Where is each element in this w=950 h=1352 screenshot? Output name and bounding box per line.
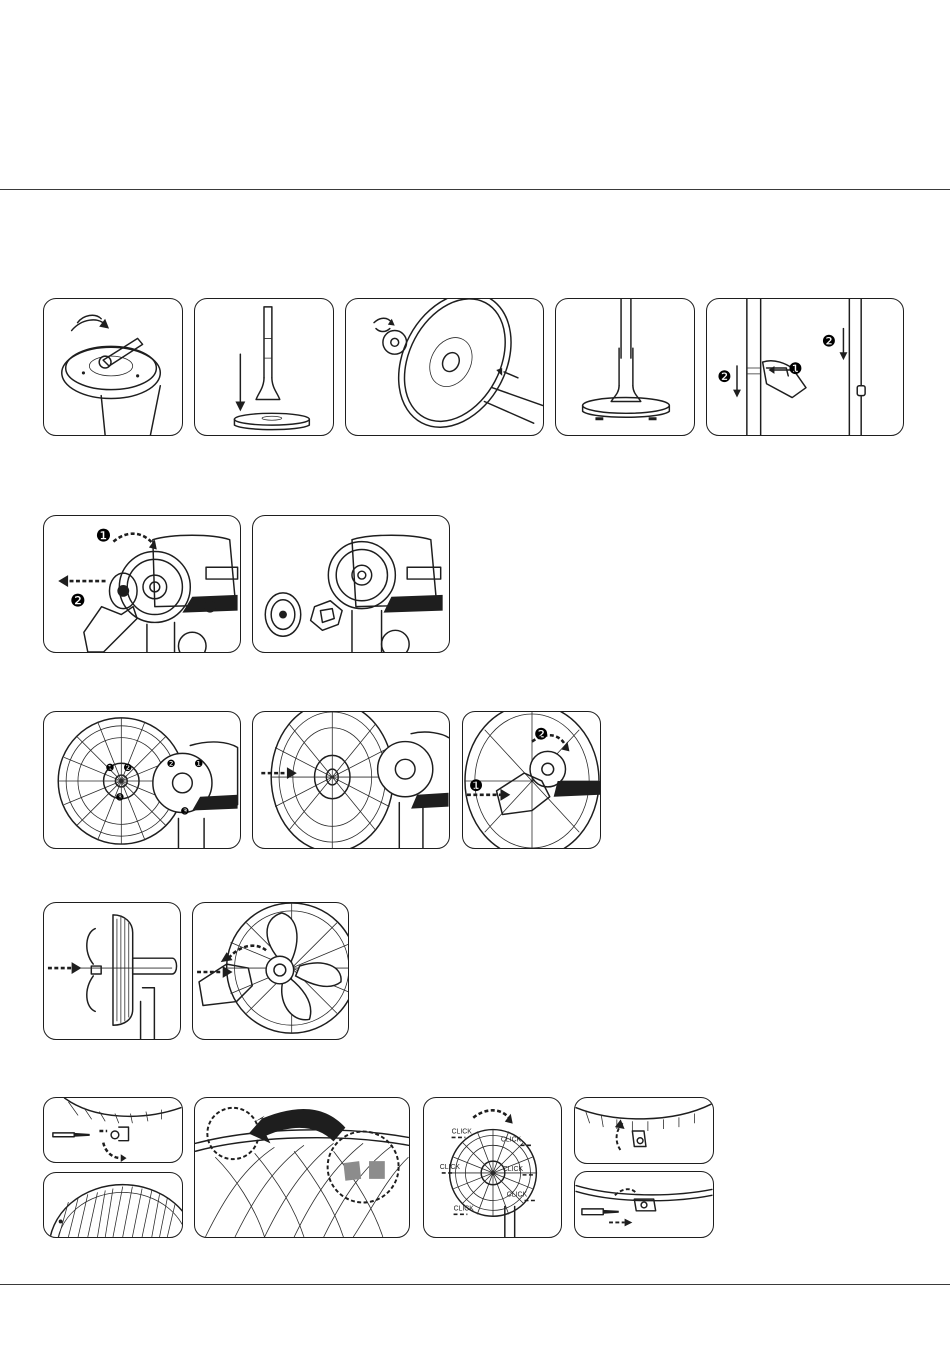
clip-step-1a-panel	[43, 1097, 183, 1163]
stand-step-4-panel	[555, 298, 695, 436]
grille-ring-closeup-illustration	[195, 1098, 409, 1237]
rotate-arrow-icon	[72, 320, 106, 331]
marker-3-grille: ❸	[115, 793, 124, 804]
stand-step-2-panel	[194, 298, 334, 436]
rear-grille-align-illustration: ❶ ❷ ❸ ❷ ❶ ❸	[44, 712, 240, 848]
click-label-bottom-right: CLICK	[507, 1192, 528, 1199]
clip-screw-tighten-illustration	[575, 1172, 713, 1237]
stand-step-3-panel	[345, 298, 544, 436]
blade-step-2-panel	[192, 902, 349, 1040]
marker-2-grille: ❷	[123, 763, 132, 774]
marker-1-grille: ❶	[106, 763, 115, 774]
grille-step-2-panel	[252, 711, 450, 849]
grille-step-3-panel: ❷ ❶	[462, 711, 601, 849]
curved-arrow-icon	[229, 946, 266, 958]
stand-base-nut-illustration	[44, 299, 182, 435]
blade-side-view-illustration	[44, 903, 180, 1039]
motor-step-1-panel: ❶ ❷	[43, 515, 241, 653]
clip-step-4b-panel	[574, 1171, 714, 1238]
blade-lock-illustration	[193, 903, 348, 1039]
bottom-rule	[0, 1284, 950, 1285]
blade-step-1-panel	[43, 902, 181, 1040]
clip-step-2-panel	[194, 1097, 410, 1238]
clip-screw-illustration	[44, 1098, 182, 1162]
remove-spinner-illustration: ❶ ❷	[44, 516, 240, 652]
clip-step-3-panel: CLICK CLICK CLICK CLICK CLICK CLICK	[423, 1097, 562, 1238]
stand-step-5-panel: ❷ ❶ ❷	[706, 298, 904, 436]
grille-edge-illustration	[44, 1173, 182, 1237]
marker-1-motor: ❶	[194, 759, 203, 770]
grille-step-1-panel: ❶ ❷ ❸ ❷ ❶ ❸	[43, 711, 241, 849]
screwdriver-icon	[582, 1209, 603, 1215]
front-grille-clicks-illustration: CLICK CLICK CLICK CLICK CLICK CLICK	[424, 1098, 561, 1237]
motor-step-2-panel	[252, 515, 450, 653]
click-label-top-left: CLICK	[452, 1128, 473, 1135]
step-1-marker: ❶	[469, 778, 483, 795]
removed-parts-illustration	[253, 516, 449, 652]
push-arrow-icon	[504, 372, 518, 378]
step-1-marker: ❶	[96, 526, 112, 546]
step-1-marker: ❶	[788, 361, 802, 378]
curved-arrow-icon	[103, 1143, 120, 1159]
marker-2-motor: ❷	[167, 759, 176, 770]
curved-arrow-icon	[113, 534, 152, 544]
assembled-stand-illustration	[556, 299, 694, 435]
step-2-marker: ❷	[534, 727, 548, 744]
pole-insert-illustration	[195, 299, 333, 435]
step-2-marker-right: ❷	[822, 333, 836, 350]
clip-step-4a-panel	[574, 1097, 714, 1164]
rear-grille-lock-illustration: ❷ ❶	[463, 712, 600, 848]
screwdriver-icon	[53, 1133, 74, 1137]
marker-3-motor: ❸	[180, 806, 189, 817]
stand-step-1-panel	[43, 298, 183, 436]
clip-lock-illustration	[575, 1098, 713, 1163]
step-2-marker: ❷	[70, 591, 86, 611]
top-rule	[0, 189, 950, 190]
base-plate-illustration	[346, 299, 543, 435]
rear-grille-push-illustration	[253, 712, 449, 848]
curved-arrow-icon	[473, 1110, 508, 1117]
rotate-arrow-icon	[374, 318, 392, 322]
click-label-top-right: CLICK	[501, 1136, 522, 1143]
click-label-bottom-left: CLICK	[454, 1205, 475, 1212]
step-2-marker: ❷	[717, 369, 731, 386]
height-adjust-illustration: ❷ ❶ ❷	[707, 299, 903, 435]
clip-step-1b-panel	[43, 1172, 183, 1238]
click-label-left: CLICK	[440, 1164, 461, 1171]
click-label-right: CLICK	[503, 1166, 524, 1173]
